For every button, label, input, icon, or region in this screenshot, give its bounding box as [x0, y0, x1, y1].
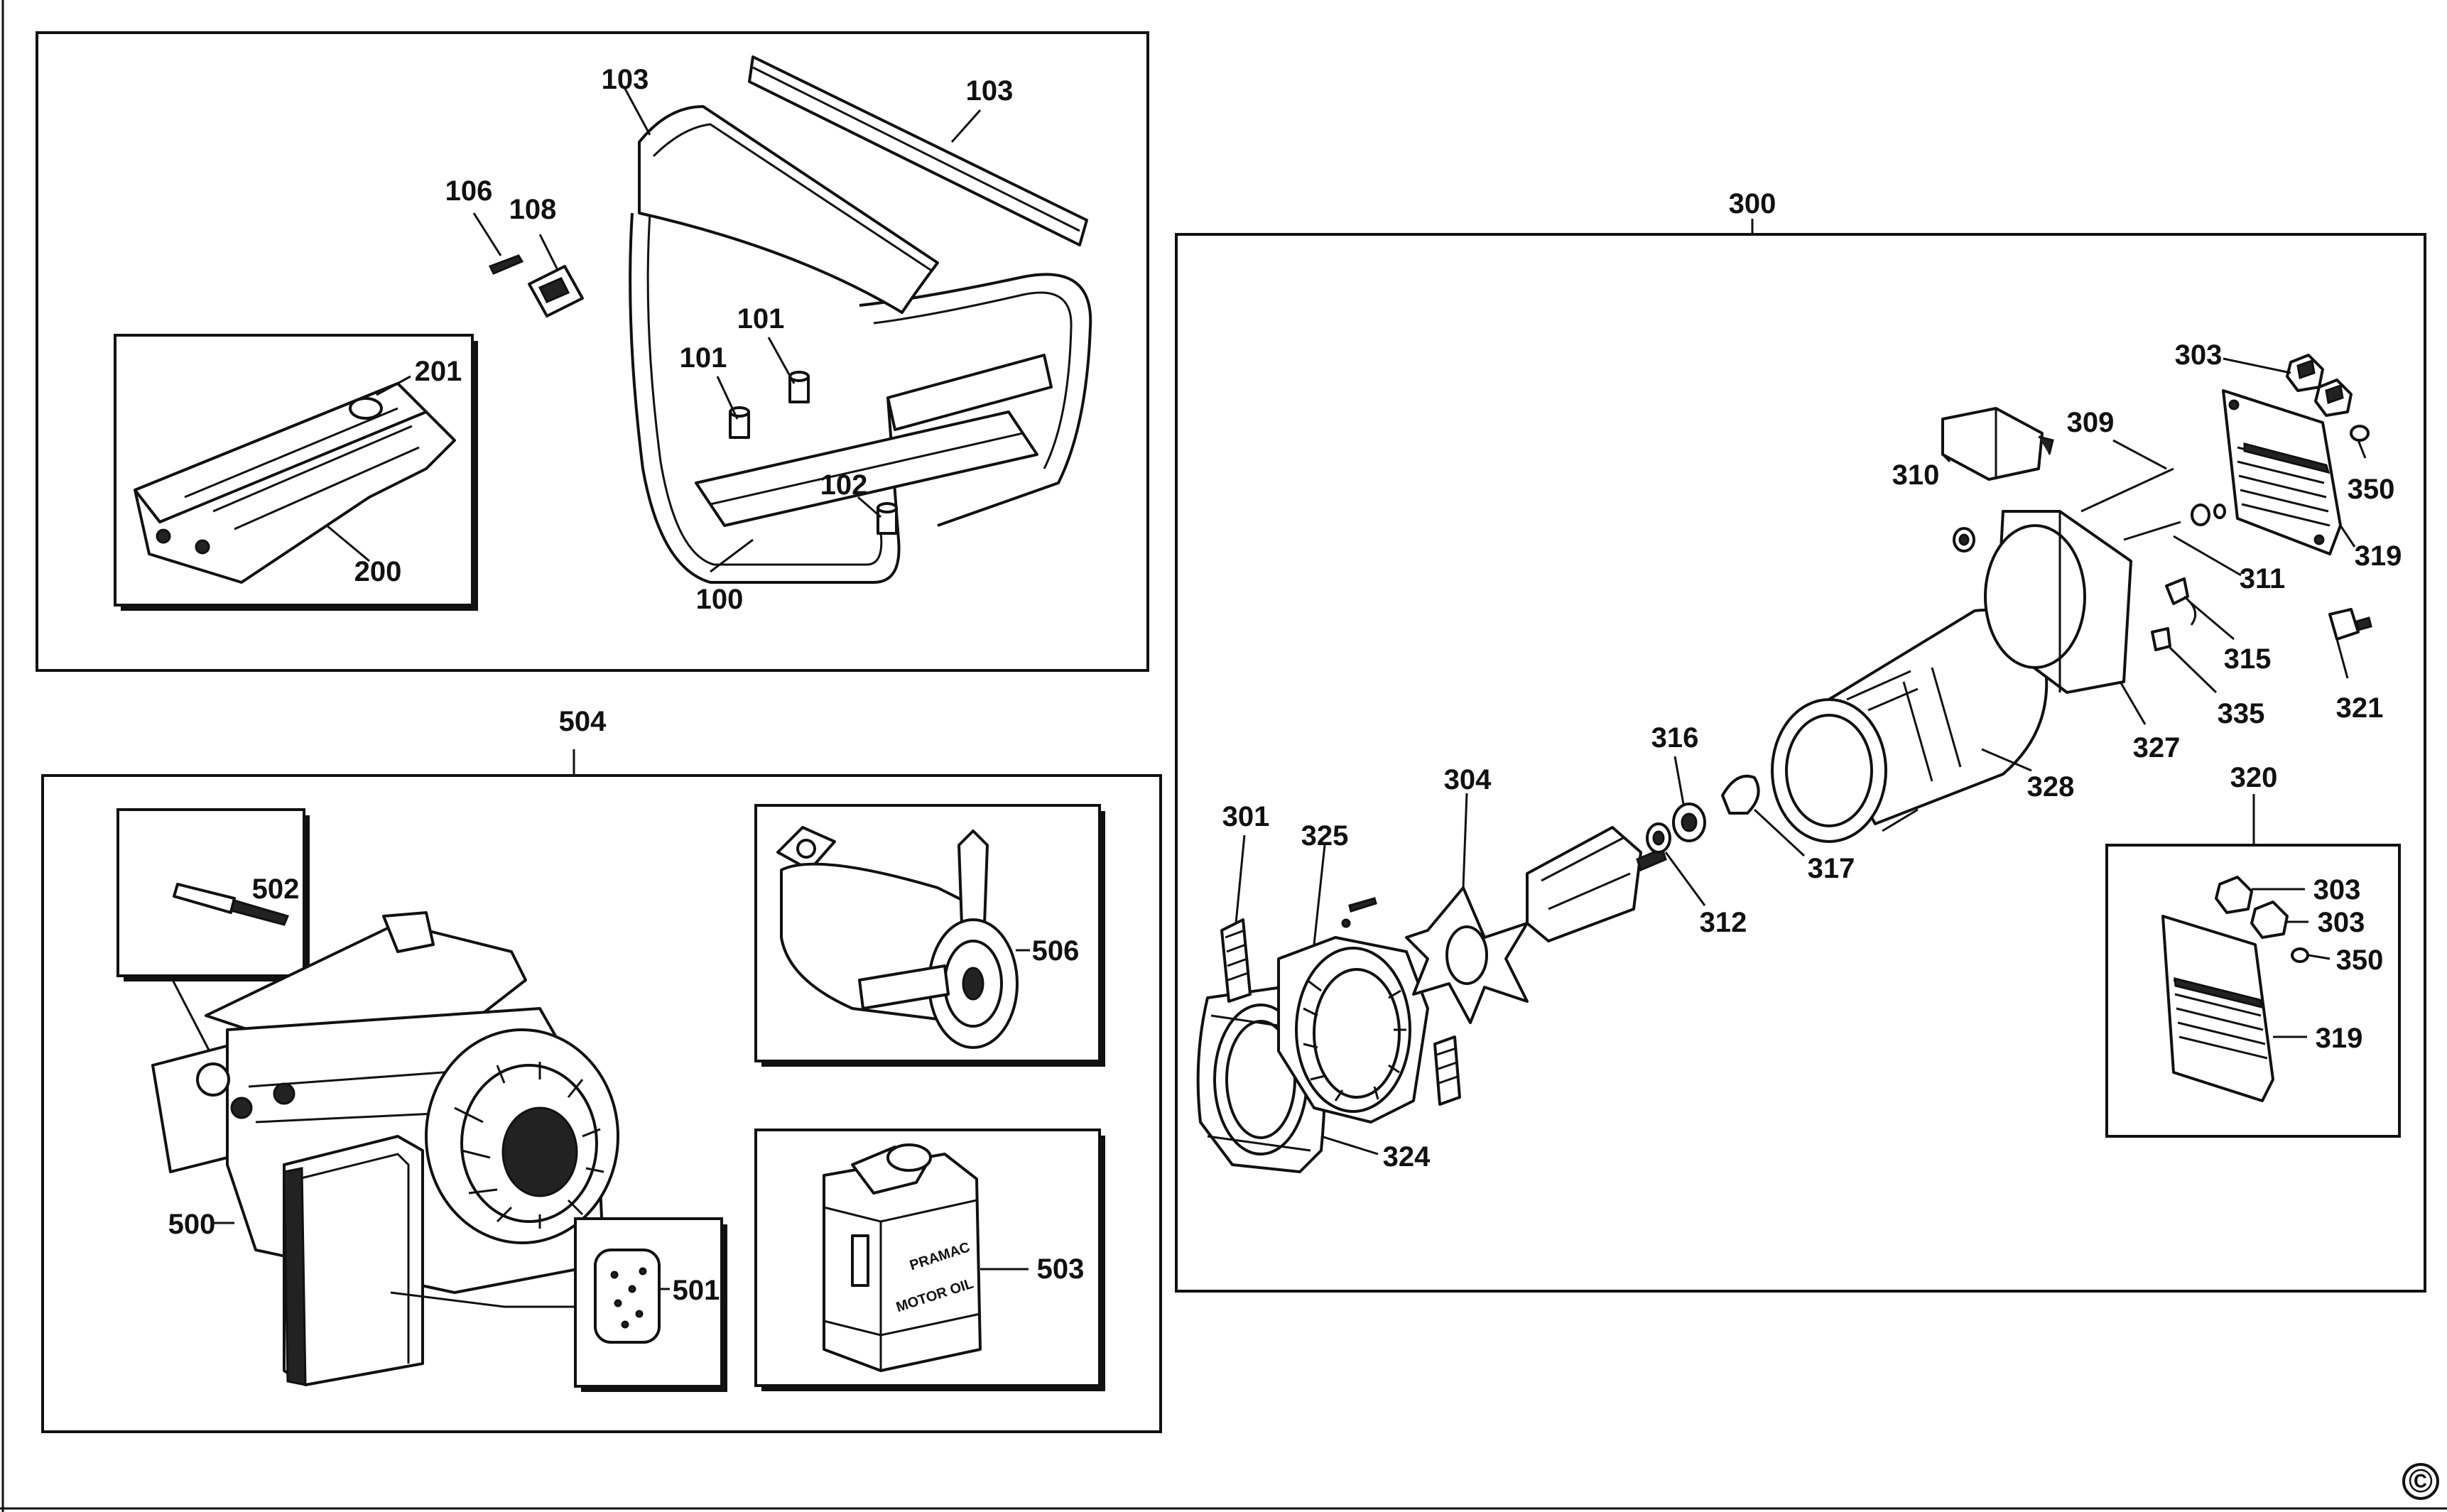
- panel-319-sub-part: [2161, 915, 2274, 1102]
- grille-small-part: [1433, 1035, 1461, 1106]
- rod-309-part: [2080, 467, 2174, 513]
- socket-303-d-part: [2250, 901, 2289, 939]
- label-335: 335: [2218, 698, 2265, 729]
- fan-304-part: [1405, 886, 1529, 1024]
- label-106: 106: [445, 175, 493, 207]
- bearing-316-part: [1672, 803, 1706, 842]
- bearing-312-part: [1646, 822, 1671, 854]
- label-200: 200: [354, 556, 402, 587]
- label-108: 108: [509, 194, 557, 225]
- label-303-sub-b: 303: [2318, 907, 2365, 938]
- rod-311-part: [2123, 504, 2226, 541]
- label-319-sub: 319: [2316, 1023, 2363, 1054]
- label-300: 300: [1729, 188, 1776, 219]
- label-324: 324: [1383, 1141, 1431, 1173]
- bracket-327-part: [1984, 510, 2132, 694]
- cover-103-part: [638, 105, 939, 314]
- socket-303-a-part: [2286, 354, 2324, 392]
- label-316: 316: [1651, 722, 1699, 754]
- label-312: 312: [1700, 907, 1747, 938]
- label-315: 315: [2224, 643, 2272, 675]
- recoil-starter-part: [425, 1028, 619, 1244]
- cap-350-part: [2350, 425, 2370, 442]
- label-310: 310: [1892, 459, 1940, 491]
- bolt-106-part: [472, 212, 524, 275]
- label-103-rail: 103: [966, 75, 1014, 107]
- spark-plug-box: 502: [116, 808, 310, 981]
- clip-317-part: [1721, 774, 1760, 815]
- label-304: 304: [1444, 764, 1492, 795]
- panel-319-part: [2222, 389, 2342, 555]
- label-201: 201: [415, 356, 462, 387]
- label-103-cover: 103: [602, 64, 649, 95]
- muffler-box: 506: [754, 804, 1105, 1067]
- label-328: 328: [2027, 771, 2075, 803]
- panel-assembly-320-box: 320 303 303 350 319: [2105, 762, 2401, 1138]
- label-303-sub-a: 303: [2313, 874, 2361, 905]
- rail-103-part: [748, 55, 1088, 246]
- label-101-a: 101: [680, 342, 727, 374]
- label-325: 325: [1301, 820, 1349, 852]
- socket-303-b-part: [2314, 379, 2353, 417]
- label-320: 320: [2230, 762, 2278, 793]
- spark-plug-part: [173, 883, 290, 926]
- label-101-b: 101: [737, 303, 785, 335]
- label-506: 506: [1032, 935, 1080, 967]
- label-350-main: 350: [2348, 474, 2395, 505]
- housing-325-part: [1277, 936, 1429, 1124]
- cap-350-sub-part: [2291, 947, 2309, 963]
- label-503: 503: [1037, 1253, 1085, 1285]
- oil-can-503-part: PRAMAC MOTOR OIL: [823, 1143, 982, 1372]
- label-303-main: 303: [2175, 339, 2223, 371]
- grommet-part: [1953, 527, 1975, 553]
- label-309: 309: [2067, 407, 2115, 438]
- frame-100-part: [629, 212, 1092, 584]
- label-301: 301: [1222, 801, 1270, 832]
- engine-group: 504 502: [41, 706, 1162, 1433]
- label-311: 311: [2240, 563, 2286, 594]
- label-504: 504: [559, 706, 607, 737]
- label-502: 502: [252, 874, 300, 905]
- oil-can-box: PRAMAC MOTOR OIL 503: [754, 1128, 1105, 1391]
- engine-500-part: [151, 911, 619, 1386]
- label-327: 327: [2133, 732, 2181, 763]
- fuel-tank-box: [114, 334, 478, 611]
- rotor-part: [1526, 826, 1667, 942]
- copyright-symbol: ©: [2409, 1462, 2433, 1499]
- label-500: 500: [168, 1209, 216, 1240]
- part-335: [2151, 627, 2171, 651]
- socket-303-c-part: [2215, 876, 2253, 914]
- breaker-321-part: [2328, 608, 2372, 641]
- alternator-group: 300 301 324 325: [1175, 188, 2426, 1293]
- label-350-sub: 350: [2336, 945, 2384, 976]
- label-317: 317: [1808, 853, 1855, 884]
- label-321: 321: [2336, 692, 2384, 724]
- muffler-506-part: [776, 826, 1019, 1049]
- filter-element-box: 501: [574, 1217, 727, 1392]
- part-315: [2165, 577, 2197, 626]
- frame-group: 103 103 106 108 201 200 101 101 102 100: [36, 31, 1149, 672]
- stator-328-part: [1771, 609, 2049, 843]
- label-501: 501: [673, 1275, 720, 1306]
- label-319-main: 319: [2355, 540, 2402, 572]
- air-filter-housing-part: [283, 1135, 424, 1386]
- filter-element-501-part: [594, 1249, 661, 1344]
- bolt-small-part: [1341, 897, 1377, 928]
- label-100: 100: [696, 584, 744, 615]
- label-102: 102: [820, 469, 868, 501]
- fuel-tank-part: [134, 382, 456, 584]
- socket-108-part: [528, 234, 584, 317]
- copyright-ring: [2402, 1463, 2439, 1500]
- avr-310-part: [1941, 407, 2054, 481]
